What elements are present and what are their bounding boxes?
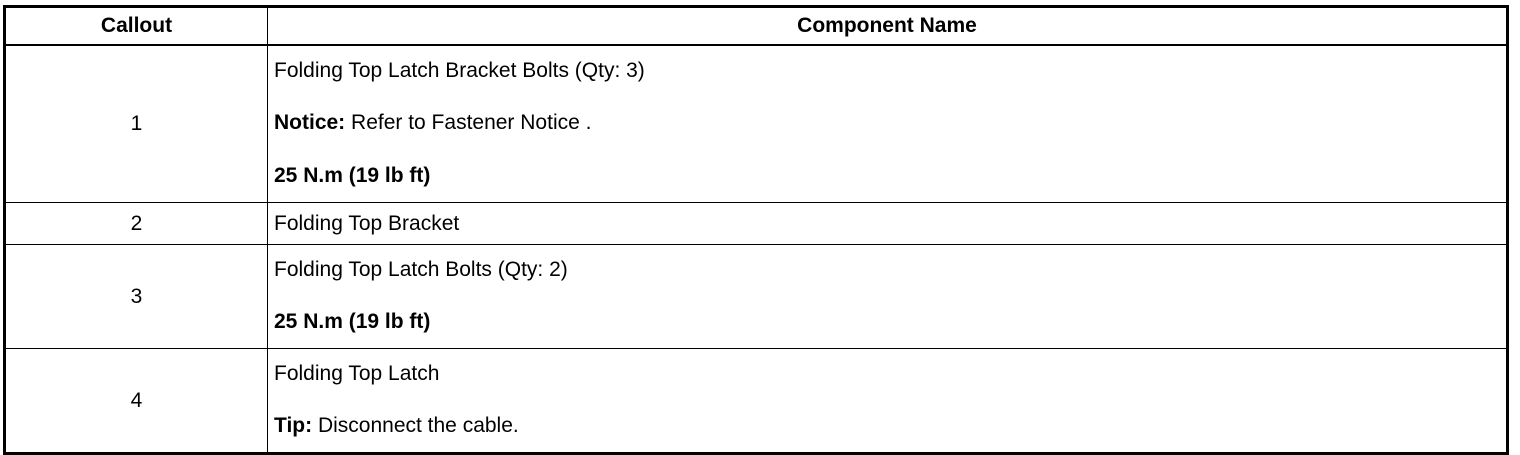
notice-text: Refer to Fastener Notice .: [345, 111, 592, 134]
component-name: Folding Top Latch Bracket Bolts (Qty: 3): [274, 59, 645, 82]
table-row: 2 Folding Top Bracket: [4, 202, 1508, 245]
callout-cell: 4: [4, 348, 268, 454]
component-name: Folding Top Bracket: [274, 212, 460, 235]
callout-column-header: Callout: [4, 6, 268, 46]
component-cell: Folding Top Bracket: [267, 202, 1508, 245]
component-cell: Folding Top Latch Tip: Disconnect the ca…: [267, 348, 1508, 454]
component-cell: Folding Top Latch Bracket Bolts (Qty: 3)…: [267, 44, 1508, 203]
callout-cell: 3: [4, 244, 268, 349]
tip-text: Disconnect the cable.: [312, 414, 519, 437]
callout-cell: 2: [4, 202, 268, 245]
component-name: Folding Top Latch Bolts (Qty: 2): [274, 258, 568, 281]
notice-line: Notice: Refer to Fastener Notice .: [274, 96, 1500, 149]
component-cell: Folding Top Latch Bolts (Qty: 2) 25 N.m …: [267, 244, 1508, 349]
torque-spec: 25 N.m (19 lb ft): [274, 310, 431, 333]
callout-cell: 1: [4, 44, 268, 203]
parts-table: Callout Component Name 1 Folding Top Lat…: [3, 5, 1509, 455]
torque-spec: 25 N.m (19 lb ft): [274, 164, 431, 187]
table-row: 3 Folding Top Latch Bolts (Qty: 2) 25 N.…: [4, 244, 1508, 349]
tip-label: Tip:: [274, 414, 313, 437]
tip-line: Tip: Disconnect the cable.: [274, 399, 1500, 452]
table-row: 4 Folding Top Latch Tip: Disconnect the …: [4, 348, 1508, 454]
table-row: 1 Folding Top Latch Bracket Bolts (Qty: …: [4, 44, 1508, 203]
notice-label: Notice:: [274, 111, 346, 134]
header-row: Callout Component Name: [4, 6, 1508, 46]
component-name: Folding Top Latch: [274, 362, 440, 385]
parts-table-container: Callout Component Name 1 Folding Top Lat…: [3, 5, 1509, 455]
component-name-column-header: Component Name: [267, 6, 1508, 46]
